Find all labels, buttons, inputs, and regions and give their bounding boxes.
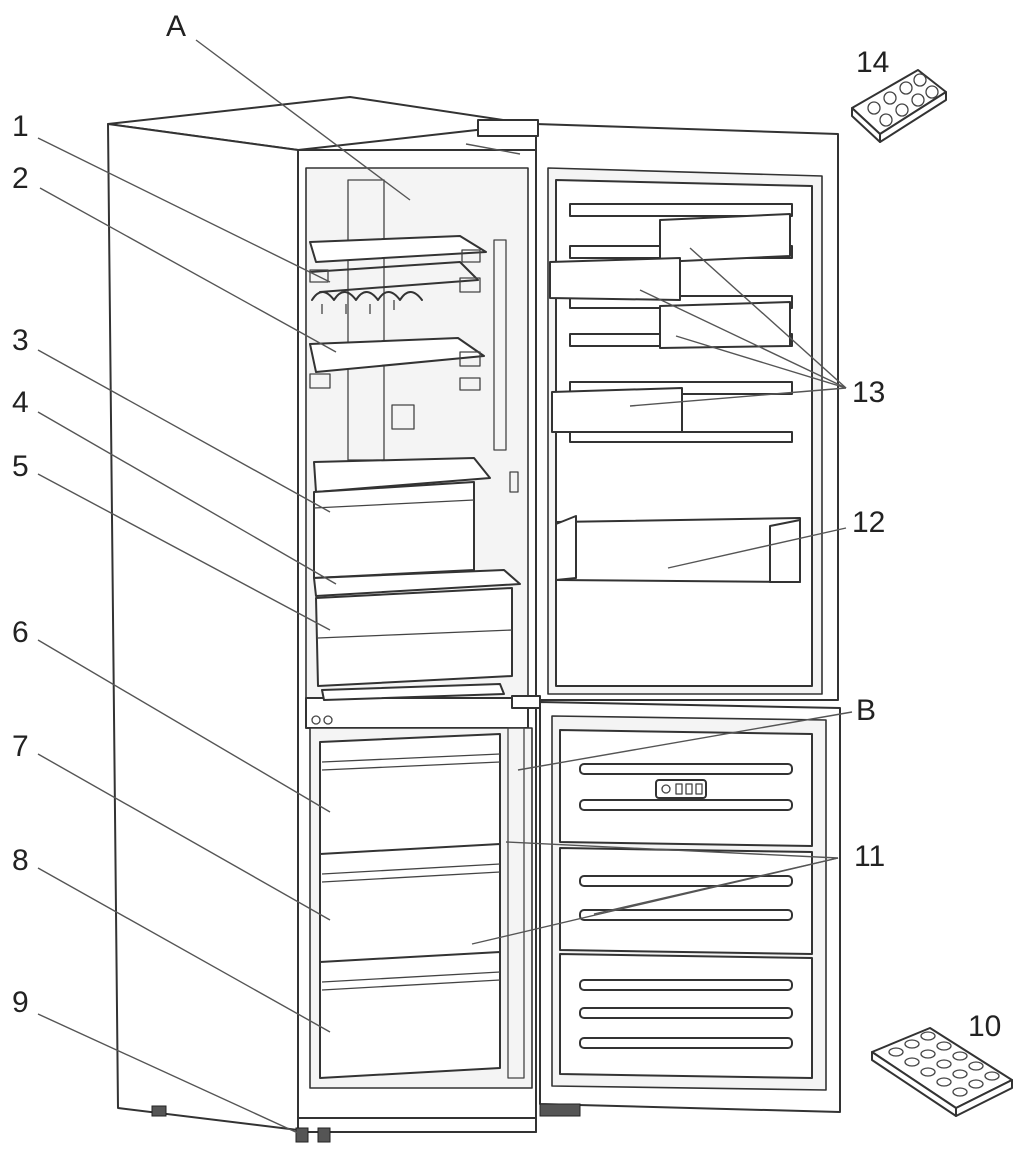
freezer-door-panel-middle (559, 847, 813, 955)
callout-12: 12 (852, 506, 885, 539)
glass-shelf-middle (309, 337, 485, 391)
freezer-door-panel-bottom (559, 953, 813, 1079)
callout-13: 13 (852, 376, 885, 409)
callout-11: 11 (854, 840, 885, 873)
leader-lines (37, 39, 853, 1135)
crisper-cover-shelf (313, 457, 491, 579)
callout-7: 7 (12, 730, 29, 763)
freezer-drawer-bottom (319, 951, 501, 1079)
door-bins-small (549, 213, 791, 433)
callout-9: 9 (12, 986, 29, 1019)
freezer-door-panel-top (559, 729, 813, 847)
lower-crisper-drawer (315, 587, 513, 701)
freezer-interior (319, 727, 525, 1079)
control-display-icon (655, 779, 707, 799)
callout-3: 3 (12, 324, 29, 357)
lower-drawer-lid (313, 569, 521, 597)
callout-B: B (856, 694, 876, 727)
door-bin-large (555, 515, 801, 583)
callout-8: 8 (12, 844, 29, 877)
freezer-drawer-middle (319, 843, 501, 965)
callout-A: A (166, 10, 186, 43)
callout-1: 1 (12, 110, 29, 143)
fridge-door (477, 119, 839, 701)
glass-shelf-top (309, 235, 487, 263)
callout-14: 14 (856, 46, 889, 79)
ice-cube-tray (871, 1027, 1013, 1117)
callout-2: 2 (12, 162, 29, 195)
callout-5: 5 (12, 450, 29, 483)
freezer-drawer-top (319, 733, 501, 859)
callout-labels: A 1 2 3 4 5 6 7 8 9 10 11 12 13 14 B (12, 10, 1001, 1043)
callout-10: 10 (968, 1010, 1001, 1043)
egg-tray-small (851, 69, 947, 143)
freezer-door (511, 695, 841, 1117)
wine-rack (309, 261, 481, 314)
callout-4: 4 (12, 386, 29, 419)
fridge-interior (309, 179, 521, 701)
callout-6: 6 (12, 616, 29, 649)
